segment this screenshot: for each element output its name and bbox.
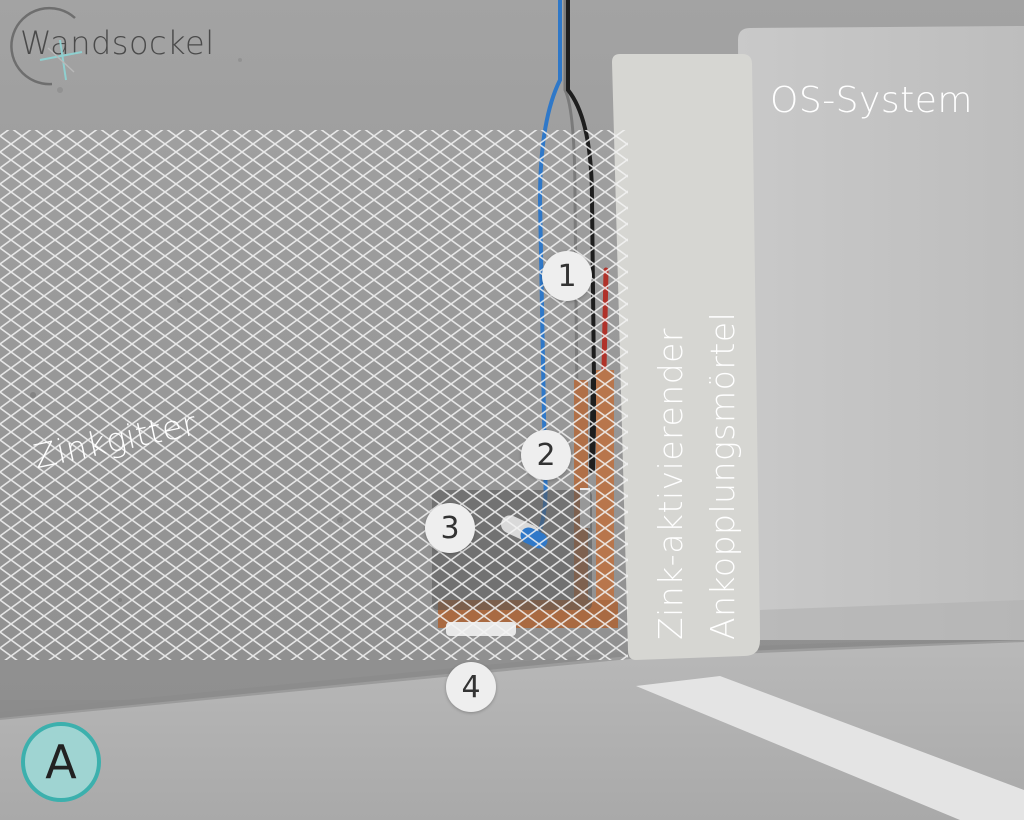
variant-badge: A	[21, 722, 101, 802]
os-system-block	[738, 26, 1024, 640]
marker-1[interactable]: 1	[542, 251, 592, 301]
wall-base-label: Wandsockel	[20, 24, 215, 62]
marker-3[interactable]: 3	[425, 503, 475, 553]
brand-logo-icon	[10, 6, 83, 86]
os-system-base	[760, 600, 1024, 640]
mortar-label-line2: Ankopplungsmörtel	[703, 311, 742, 640]
mortar-label-line1: Zink-aktivierender	[651, 327, 690, 640]
floor-edge	[0, 636, 1024, 720]
coupling-mortar-layer	[612, 54, 760, 660]
os-system-label: OS-System	[770, 80, 973, 121]
floor-light-strip	[636, 676, 1024, 820]
marker-2[interactable]: 2	[521, 430, 571, 480]
marker-4[interactable]: 4	[446, 662, 496, 712]
zinc-mesh	[0, 130, 628, 660]
floor-slab	[0, 640, 1024, 820]
